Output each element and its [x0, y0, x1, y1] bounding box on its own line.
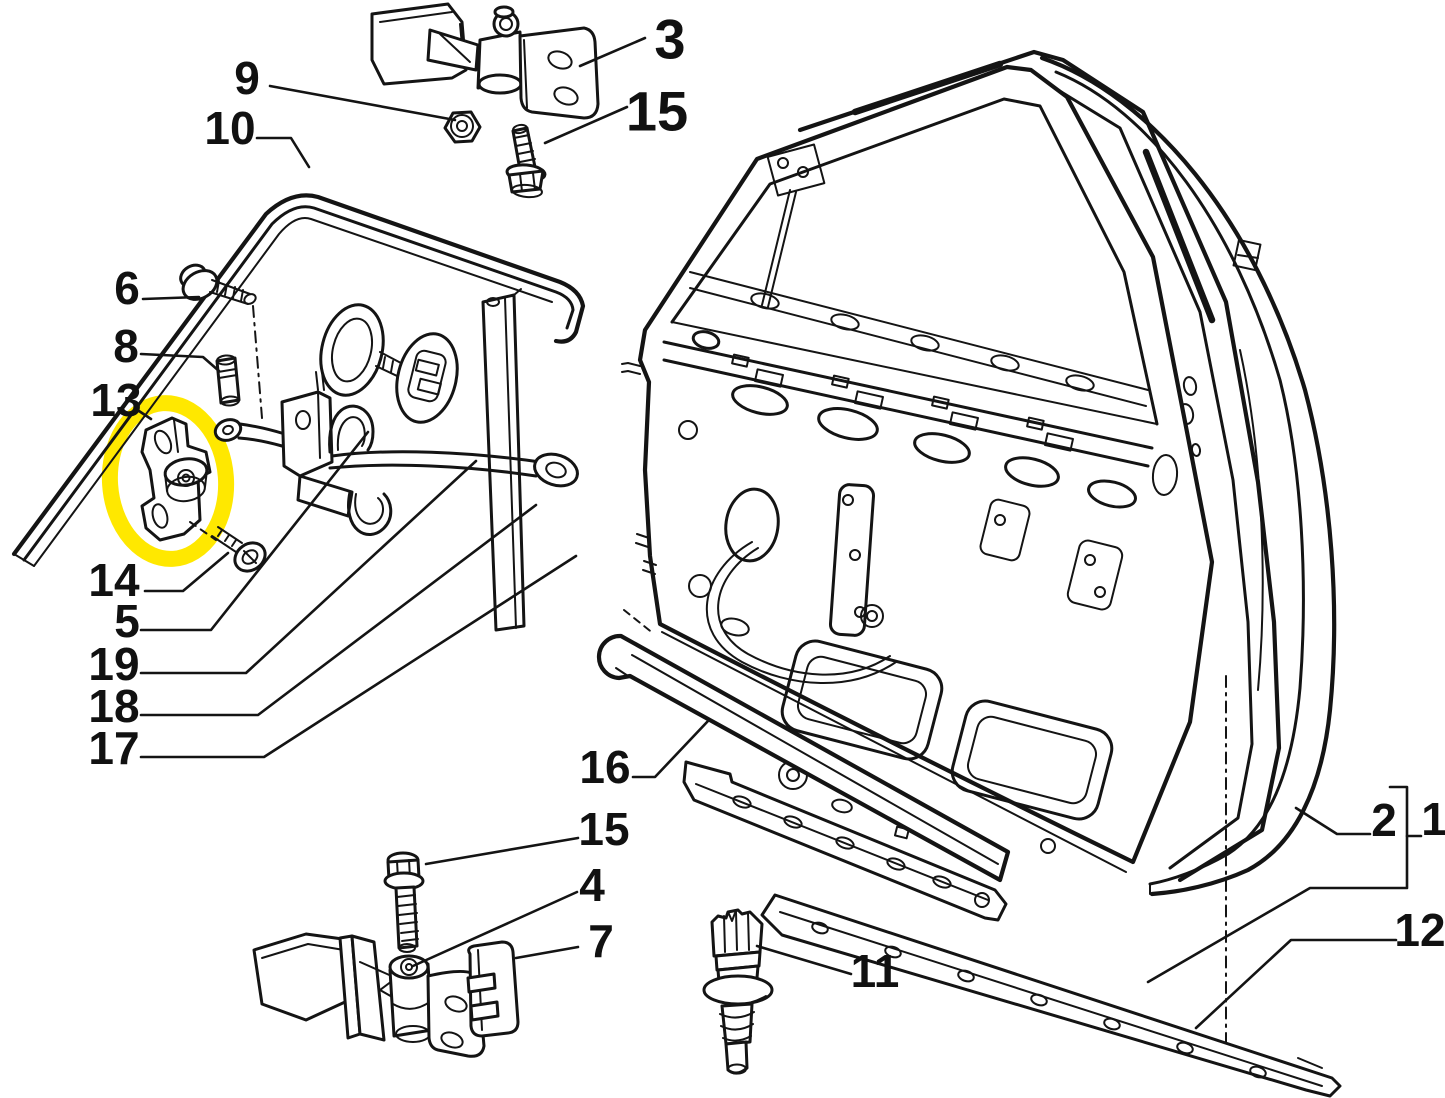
callout-5: 5	[114, 595, 140, 647]
window-bottom-rail	[682, 760, 1008, 922]
group-bracket-1-2	[1146, 785, 1409, 984]
leader-line-14	[143, 551, 230, 593]
bracket-screw-axis	[189, 521, 217, 541]
callout-10: 10	[204, 102, 255, 154]
hinge-nut	[443, 110, 482, 144]
highlight-marker-ellipse	[101, 395, 235, 567]
door-outer-frame	[797, 49, 1282, 1043]
callout-7: 7	[588, 915, 614, 967]
callout-15-bottom: 15	[578, 803, 629, 855]
leader-line-3	[578, 36, 647, 68]
leader-line-17	[139, 554, 578, 759]
leader-line-8	[139, 352, 221, 373]
leader-line-2	[1294, 806, 1372, 836]
leader-line-10	[255, 136, 311, 169]
check-strap-bracket	[140, 416, 217, 542]
callout-3: 3	[654, 8, 685, 71]
leader-line-4	[411, 890, 579, 968]
leader-line-18	[139, 503, 538, 717]
door-check-strap	[213, 370, 579, 536]
leader-line-15-top	[543, 105, 629, 145]
callout-14: 14	[88, 554, 140, 606]
callout-17: 17	[88, 722, 139, 774]
glass-run-channel	[481, 288, 526, 632]
hinge-bolt-top	[505, 123, 547, 199]
callout-8: 8	[113, 320, 139, 372]
callout-13: 13	[90, 374, 141, 426]
callout-2: 2	[1371, 794, 1397, 846]
callout-1: 1	[1421, 793, 1445, 845]
callout-12: 12	[1394, 904, 1445, 956]
leader-line-12	[1194, 938, 1398, 1030]
lower-hinge	[252, 932, 486, 1058]
callout-18: 18	[88, 680, 139, 732]
callout-6: 6	[114, 262, 140, 314]
fixing-screw	[179, 263, 263, 419]
leader-line-7	[514, 945, 580, 960]
leader-line-19	[139, 459, 478, 675]
leader-line-11	[755, 944, 853, 976]
leader-line-6	[141, 295, 201, 301]
lower-trim-strip	[596, 633, 1011, 883]
upper-hinge	[370, 2, 600, 120]
leader-line-15-bottom	[424, 836, 580, 866]
screw-axis-line	[252, 305, 263, 419]
callout-19: 19	[88, 638, 139, 690]
check-strap-pin	[215, 354, 241, 407]
callout-11: 11	[851, 945, 900, 997]
rubber-buffer-18	[395, 332, 459, 424]
callout-16: 16	[579, 741, 630, 793]
leader-line-16	[631, 719, 710, 779]
callout-9: 9	[234, 52, 260, 104]
expanding-plug	[702, 908, 774, 1075]
door-inner-panel	[621, 64, 1215, 873]
hinge-bolt-bottom	[383, 851, 425, 953]
leader-line-13	[137, 409, 153, 421]
bracket-screw	[211, 526, 267, 573]
leader-line-5	[139, 430, 370, 632]
callout-15-top: 15	[626, 80, 688, 143]
window-frame-seal	[11, 193, 586, 567]
sill-rail	[760, 893, 1342, 1098]
retaining-clip	[466, 940, 520, 1038]
callout-4: 4	[579, 859, 605, 911]
leader-line-9	[268, 84, 457, 122]
